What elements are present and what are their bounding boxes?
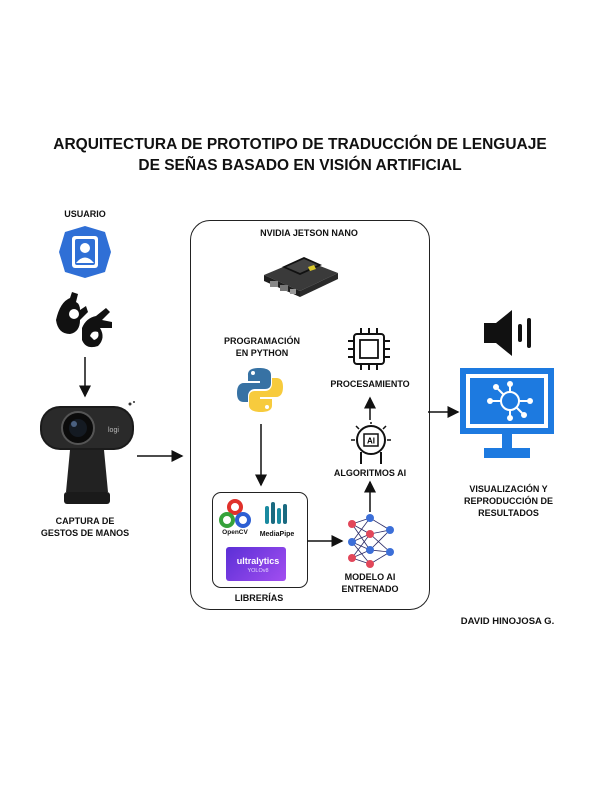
jetson-container bbox=[190, 220, 430, 610]
jetson-board-icon bbox=[264, 257, 338, 297]
jetson-label: NVIDIA JETSON NANO bbox=[260, 228, 358, 238]
capture-label-line2: GESTOS DE MANOS bbox=[40, 528, 130, 538]
libraries-box bbox=[212, 492, 308, 588]
opencv-logo-icon bbox=[219, 499, 251, 528]
webcam-icon: logi bbox=[40, 401, 135, 504]
user-badge-icon bbox=[59, 226, 111, 278]
processing-label: PROCESAMIENTO bbox=[330, 379, 410, 389]
diagram-title-line2: DE SEÑAS BASADO EN VISIÓN ARTIFICIAL bbox=[138, 157, 462, 174]
python-label-line2: EN PYTHON bbox=[235, 348, 289, 358]
webcam-brand-text: logi bbox=[108, 427, 119, 434]
neural-network-icon bbox=[348, 514, 394, 568]
ai-head-icon: AI bbox=[351, 422, 391, 464]
output-label-line3: RESULTADOS bbox=[478, 508, 539, 518]
yolo-label: YOLOv8 bbox=[247, 568, 269, 574]
user-label: USUARIO bbox=[64, 209, 106, 219]
model-label-line2: ENTRENADO bbox=[341, 584, 399, 594]
monitor-network-icon bbox=[460, 368, 554, 458]
opencv-label: OpenCV bbox=[222, 529, 248, 536]
model-label-line1: MODELO AI bbox=[344, 572, 396, 582]
algorithms-label: ALGORITMOS AI bbox=[333, 468, 407, 478]
python-logo-icon bbox=[237, 368, 283, 412]
capture-label-line1: CAPTURA DE bbox=[55, 516, 115, 526]
ultralytics-badge bbox=[226, 547, 286, 581]
mediapipe-logo-icon bbox=[265, 502, 287, 524]
output-label-line1: VISUALIZACIÓN Y bbox=[469, 484, 548, 494]
output-label-line2: REPRODUCCIÓN DE bbox=[463, 496, 553, 506]
speaker-icon bbox=[484, 310, 531, 356]
ultralytics-label: ultralytics bbox=[236, 556, 280, 566]
ai-badge-text: AI bbox=[367, 437, 375, 446]
mediapipe-label: MediaPipe bbox=[259, 531, 295, 538]
diagram-title-line1: ARQUITECTURA DE PROTOTIPO DE TRADUCCIÓN … bbox=[53, 136, 547, 153]
python-label-line1: PROGRAMACIÓN bbox=[224, 336, 300, 346]
libraries-label: LIBRERÍAS bbox=[234, 593, 284, 603]
sign-language-hands-icon bbox=[56, 292, 112, 348]
cpu-chip-icon bbox=[348, 328, 390, 370]
author-label: DAVID HINOJOSA G. bbox=[460, 616, 555, 627]
